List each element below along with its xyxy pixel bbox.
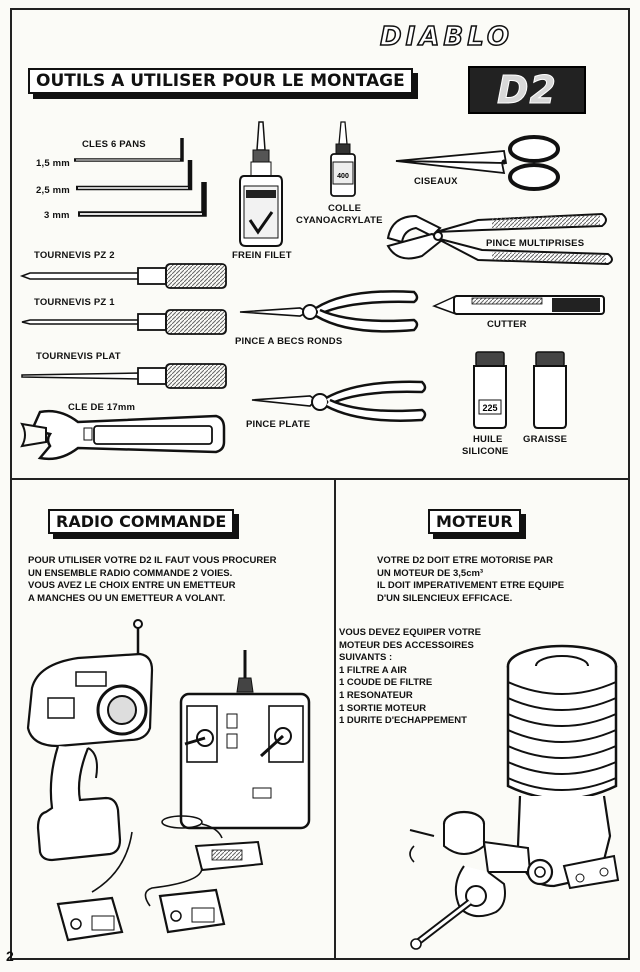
- receiver-servos-icon: [56, 815, 264, 942]
- oil-code-text: 225: [482, 403, 497, 413]
- screwdriver-pz1-icon: [21, 309, 227, 335]
- oil-label-line2: SILICONE: [462, 446, 509, 457]
- screwdriver-pz1-label: TOURNEVIS PZ 1: [34, 297, 115, 308]
- radio-line-1: POUR UTILISER VOTRE D2 IL FAUT VOUS PROC…: [28, 555, 277, 566]
- hex-keys-label: CLES 6 PANS: [82, 139, 146, 150]
- screwdriver-pz2-icon: [19, 263, 227, 289]
- radio-line-4: A MANCHES OU UN EMETTEUR A VOLANT.: [28, 592, 226, 604]
- accessories-line-8: 1 DURITE D'ECHAPPEMENT: [339, 715, 467, 727]
- engine-section-title: MOTEUR: [428, 509, 521, 534]
- engine-icon: [409, 644, 620, 950]
- flat-pliers-label: PINCE PLATE: [246, 419, 311, 430]
- wrench-label: CLE DE 17mm: [68, 402, 136, 413]
- hex-size-2: 2,5 mm: [36, 185, 70, 196]
- multigrip-pliers-icon: [386, 212, 613, 266]
- scissors-label: CISEAUX: [414, 176, 458, 187]
- engine-line-2: UN MOTEUR DE 3,5cm³: [377, 567, 484, 579]
- accessories-line-6: 1 RESONATEUR: [339, 689, 413, 701]
- engine-accessories-text: VOUS DEVEZ EQUIPER VOTRE MOTEUR DES ACCE…: [339, 627, 481, 728]
- engine-line-1: VOTRE D2 DOIT ETRE MOTORISE PAR: [377, 555, 553, 566]
- cutter-label: CUTTER: [487, 319, 527, 330]
- accessories-line-1: VOUS DEVEZ EQUIPER VOTRE: [339, 627, 481, 638]
- flat-pliers-icon: [251, 380, 427, 422]
- screwdriver-flat-icon: [21, 363, 227, 389]
- radio-text: POUR UTILISER VOTRE D2 IL FAUT VOUS PROC…: [28, 555, 276, 605]
- accessories-line-3: SUIVANTS :: [339, 652, 393, 664]
- hex-size-3: 3 mm: [44, 210, 70, 221]
- hex-size-1: 1,5 mm: [36, 158, 70, 169]
- round-nose-pliers-icon: [239, 290, 419, 333]
- thread-lock-bottle-icon: [239, 121, 283, 247]
- screwdriver-pz2-label: TOURNEVIS PZ 2: [34, 250, 115, 261]
- engine-text: VOTRE D2 DOIT ETRE MOTORISE PAR UN MOTEU…: [377, 555, 564, 605]
- round-nose-pliers-label: PINCE A BECS RONDS: [235, 336, 343, 347]
- accessories-line-7: 1 SORTIE MOTEUR: [339, 702, 427, 714]
- accessories-line-5: 1 COUDE DE FILTRE: [339, 677, 433, 689]
- grease-jar-icon: [533, 351, 567, 429]
- engine-line-3: IL DOIT IMPERATIVEMENT ETRE EQUIPE: [377, 580, 565, 592]
- thread-lock-label: FREIN FILET: [232, 250, 292, 261]
- pistol-transmitter-icon: [26, 619, 154, 862]
- page-frame: [10, 8, 630, 960]
- d2-logo-text: D2: [497, 68, 557, 113]
- hex-keys-icon: [74, 138, 207, 217]
- oil-label-line1: HUILE: [473, 434, 503, 445]
- multigrip-label: PINCE MULTIPRISES: [486, 238, 585, 249]
- accessories-line-4: 1 FILTRE A AIR: [339, 664, 407, 676]
- section-divider-horizontal: [10, 478, 630, 480]
- cutter-icon: [432, 294, 605, 316]
- glue-code-text: 400: [337, 173, 349, 180]
- d2-logo-badge: D2: [468, 66, 586, 114]
- radio-section-title: RADIO COMMANDE: [48, 509, 235, 534]
- accessories-line-2: MOTEUR DES ACCESSOIRES: [339, 639, 474, 651]
- glue-label-line2: CYANOACRYLATE: [296, 215, 383, 226]
- scissors-icon: [395, 135, 560, 191]
- radio-line-2: UN ENSEMBLE RADIO COMMANDE 2 VOIES.: [28, 567, 233, 579]
- screwdriver-flat-label: TOURNEVIS PLAT: [36, 351, 121, 362]
- section-divider-vertical: [334, 478, 336, 960]
- grease-label: GRAISSE: [523, 434, 568, 445]
- page-number: 2: [6, 948, 14, 964]
- glue-label-line1: COLLE: [328, 203, 362, 214]
- engine-line-4: D'UN SILENCIEUX EFFICACE.: [377, 592, 513, 604]
- radio-line-3: VOUS AVEZ LE CHOIX ENTRE UN EMETTEUR: [28, 580, 236, 592]
- tools-section-title: OUTILS A UTILISER POUR LE MONTAGE: [28, 68, 413, 94]
- diablo-logo: DIABLO: [379, 21, 513, 53]
- glue-bottle-icon: 400: [330, 121, 356, 197]
- stick-transmitter-icon: [179, 650, 311, 830]
- silicone-oil-bottle-icon: 225: [473, 351, 507, 429]
- wrench-17mm-icon: [20, 409, 226, 461]
